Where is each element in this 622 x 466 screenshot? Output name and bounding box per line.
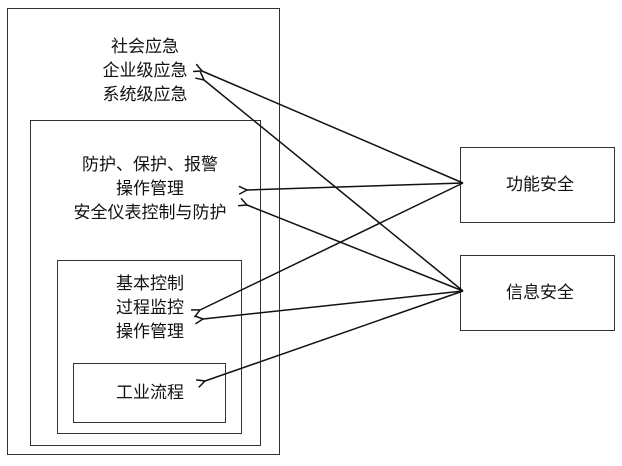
core-process-label: 工业流程 bbox=[116, 383, 184, 403]
inner-line-1: 基本控制 bbox=[116, 274, 184, 294]
middle-line-3: 安全仪表控制与防护 bbox=[73, 203, 227, 223]
inner-layer-box bbox=[57, 260, 242, 434]
middle-layer-label: 防护、保护、报警 操作管理 安全仪表控制与防护 bbox=[74, 153, 227, 225]
arrow-information-to-middle bbox=[247, 205, 464, 292]
arrow-information-to-core bbox=[205, 290, 464, 381]
inner-layer-label: 基本控制 过程监控 操作管理 bbox=[116, 272, 184, 344]
outer-line-3: 系统级应急 bbox=[102, 85, 188, 105]
outer-line-1: 社会应急 bbox=[111, 37, 179, 57]
arrow-functional-to-outer bbox=[202, 71, 464, 184]
core-process-box bbox=[73, 363, 226, 423]
outer-line-2: 企业级应急 bbox=[102, 61, 188, 81]
arrow-functional-to-middle bbox=[247, 182, 464, 190]
middle-layer-box bbox=[30, 120, 261, 446]
inner-line-2: 过程监控 bbox=[116, 298, 184, 318]
inner-line-3: 操作管理 bbox=[116, 322, 184, 342]
middle-line-1: 防护、保护、报警 bbox=[82, 155, 218, 175]
functional-safety-label: 功能安全 bbox=[506, 175, 574, 195]
middle-line-2: 操作管理 bbox=[116, 179, 184, 199]
information-safety-label: 信息安全 bbox=[506, 283, 574, 303]
outer-layer-box bbox=[7, 8, 280, 455]
arrow-information-to-outer bbox=[204, 80, 464, 292]
information-safety-box bbox=[460, 255, 615, 331]
outer-layer-label: 社会应急 企业级应急 系统级应急 bbox=[103, 35, 188, 107]
arrow-functional-to-inner bbox=[200, 182, 464, 310]
arrow-information-to-inner bbox=[203, 290, 464, 319]
